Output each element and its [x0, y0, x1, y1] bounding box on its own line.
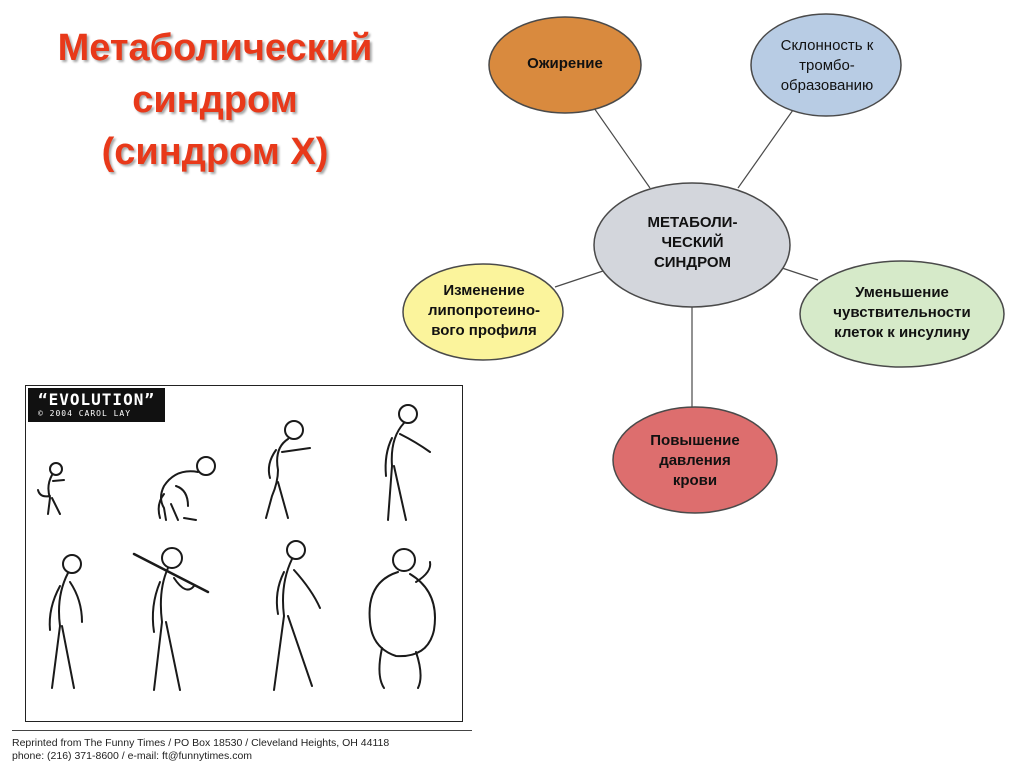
node-lipoprotein — [402, 263, 564, 361]
slide-title: Метаболический синдром (синдром Х) — [30, 22, 400, 178]
node-pressure — [612, 406, 778, 514]
node-obesity — [488, 16, 642, 114]
cartoon-title: “EVOLUTION” — [38, 390, 155, 409]
node-pressure-label: Повышение давления крови — [650, 432, 740, 489]
connector-obesity — [593, 107, 651, 189]
title-line-3: (синдром Х) — [101, 131, 329, 173]
figure-neanderthal — [48, 554, 83, 689]
node-insulin-label: Уменьшение чувствительности клеток к инс… — [833, 284, 971, 341]
figure-hominid — [384, 404, 431, 521]
credit-line-1: Reprinted from The Funny Times / PO Box … — [12, 737, 390, 749]
title-line-1: Метаболический — [57, 27, 373, 69]
evolution-illustration — [37, 404, 436, 691]
figure-caveman — [132, 547, 210, 691]
figure-early-hominid — [265, 420, 311, 519]
node-insulin — [799, 260, 1005, 368]
credit-line-2: phone: (216) 371-8600 / e-mail: ft@funny… — [12, 750, 253, 762]
connector-lipoprotein — [554, 269, 607, 288]
cartoon-title-box: “EVOLUTION” © 2004 CAROL LAY — [28, 388, 165, 422]
node-center-label: МЕТАБОЛИ- ЧЕСКИЙ СИНДРОМ — [647, 214, 738, 271]
figure-monkey — [37, 462, 65, 515]
node-thrombosis — [750, 13, 902, 117]
figure-obese-man — [368, 548, 436, 689]
node-center — [593, 182, 791, 308]
title-line-2: синдром — [132, 79, 298, 121]
figure-modern-man — [273, 540, 321, 691]
node-thrombosis-label: Склонность к тромбо- образованию — [780, 37, 874, 94]
node-obesity-label: Ожирение — [527, 55, 603, 72]
cartoon-credit: Reprinted from The Funny Times / PO Box … — [12, 730, 472, 763]
evolution-cartoon: “EVOLUTION” © 2004 CAROL LAY — [25, 385, 463, 722]
cartoon-copyright: © 2004 CAROL LAY — [38, 409, 132, 418]
node-lipoprotein-label: Изменение липопротеино- вого профиля — [427, 282, 541, 339]
connector-insulin — [781, 267, 819, 281]
connector-thrombosis — [737, 109, 794, 189]
figure-ape — [157, 456, 216, 521]
